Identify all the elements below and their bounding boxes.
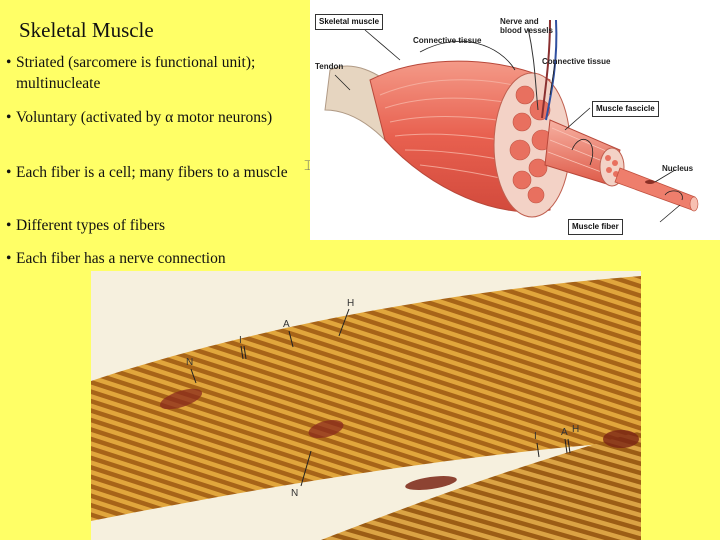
label-muscle-fascicle: Muscle fascicle <box>592 101 659 117</box>
bullet-text: Each fiber has a nerve connection <box>16 250 226 267</box>
label-h-band-top: H <box>347 298 355 309</box>
bullet-text: Different types of fibers <box>16 217 166 234</box>
label-nucleus: Nucleus <box>662 164 694 173</box>
bullet-text: Striated (sarcomere is functional unit);… <box>16 54 256 92</box>
muscle-anatomy-diagram: Skeletal muscle Tendon Connective tissue… <box>310 0 720 240</box>
bullet-item: • Striated (sarcomere is functional unit… <box>6 52 306 94</box>
label-h-band-right: H <box>572 424 580 435</box>
lower-fiber <box>321 431 641 540</box>
bullet-item: • Each fiber is a cell; many fibers to a… <box>6 162 306 183</box>
bullet-item: • Different types of fibers <box>6 215 306 236</box>
label-connective-tissue-right: Connective tissue <box>542 57 611 66</box>
label-nerve-blood-vessels: Nerve and blood vessels <box>500 17 553 35</box>
nucleus-dot <box>645 180 655 184</box>
label-skeletal-muscle: Skeletal muscle <box>315 14 384 30</box>
slide-title: Skeletal Muscle <box>19 18 154 42</box>
label-i-band-top: I <box>239 335 242 346</box>
muscle-micrograph: H A I N N I A H <box>91 271 641 540</box>
label-tendon: Tendon <box>315 62 344 71</box>
label-a-band-right: A <box>561 427 568 438</box>
nucleus-3 <box>405 476 457 490</box>
bullet-marker: • <box>6 217 12 234</box>
label-a-band-top: A <box>283 319 290 330</box>
bullet-item: • Each fiber has a nerve connection <box>6 248 306 269</box>
bullet-marker: • <box>6 54 12 71</box>
fiber-shape <box>614 167 696 211</box>
bullet-marker: • <box>6 109 12 126</box>
bullet-item: • Voluntary (activated by α motor neuron… <box>6 107 306 128</box>
bullet-text: Voluntary (activated by α motor neurons) <box>16 109 273 126</box>
label-nucleus-bottom: N <box>291 488 299 499</box>
bullet-text: Each fiber is a cell; many fibers to a m… <box>16 164 288 181</box>
label-muscle-fiber: Muscle fiber <box>568 219 623 235</box>
bullet-marker: • <box>6 164 12 181</box>
text-cursor-mark: ⌶ <box>304 159 313 174</box>
label-connective-tissue-left: Connective tissue <box>413 36 482 45</box>
label-i-band-right: I <box>534 431 537 442</box>
bullet-marker: • <box>6 250 12 267</box>
muscle-illustration <box>324 19 699 223</box>
nucleus-4 <box>603 430 639 448</box>
label-nucleus-top: N <box>186 357 194 368</box>
micrograph-image <box>91 271 641 540</box>
nucleus-1 <box>159 388 203 410</box>
upper-fiber <box>91 276 641 521</box>
nucleus-2 <box>308 419 344 439</box>
